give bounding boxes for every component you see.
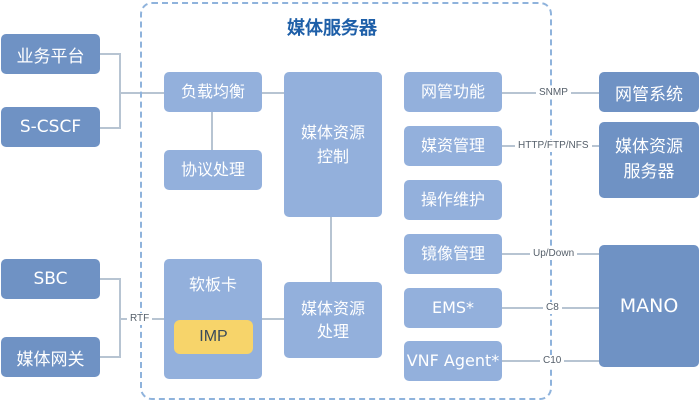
media-resource-server-box: 媒体资源 服务器 <box>599 122 699 198</box>
s-cscf-label: S-CSCF <box>19 117 82 137</box>
image-mgmt-label: 镜像管理 <box>420 244 485 264</box>
snmp-link-label: SNMP <box>536 87 571 99</box>
sbc-label: SBC <box>33 269 68 289</box>
connector-line <box>262 92 284 94</box>
mano-box: MANO <box>599 245 699 367</box>
network-mgmt-function-label: 网管功能 <box>420 82 485 102</box>
protocol-processing-label: 协议处理 <box>180 160 245 180</box>
connector-line <box>211 110 213 152</box>
c8-link-label: C8 <box>543 302 562 314</box>
connector-line <box>330 215 332 283</box>
media-server-boundary <box>140 2 552 400</box>
ems-label: EMS* <box>431 298 475 318</box>
media-gateway-box: 媒体网关 <box>1 337 100 377</box>
connector-line <box>100 127 120 129</box>
network-mgmt-function-box: 网管功能 <box>404 72 502 112</box>
media-resource-control-box: 媒体资源 控制 <box>284 72 382 217</box>
media-resource-server-line1: 媒体资源 <box>615 137 683 158</box>
business-platform-label: 业务平台 <box>16 46 85 67</box>
media-resource-processing-line2: 处理 <box>316 322 349 341</box>
operation-maintenance-label: 操作维护 <box>420 190 485 210</box>
media-resource-processing-box: 媒体资源 处理 <box>284 282 382 358</box>
vnf-agent-label: VNF Agent* <box>406 351 500 371</box>
vnf-agent-box: VNF Agent* <box>404 341 502 381</box>
media-resource-mgmt-box: 媒资管理 <box>404 126 502 166</box>
imp-badge: IMP <box>174 320 253 354</box>
mano-label: MANO <box>619 295 679 317</box>
protocol-processing-box: 协议处理 <box>164 150 262 190</box>
s-cscf-box: S-CSCF <box>1 107 100 147</box>
ems-box: EMS* <box>404 288 502 328</box>
network-mgmt-system-label: 网管系统 <box>615 84 683 105</box>
media-resource-mgmt-label: 媒资管理 <box>420 136 485 156</box>
media-gateway-label: 媒体网关 <box>16 349 85 370</box>
soft-board-label: 软板卡 <box>188 275 237 294</box>
connector-line <box>100 53 120 55</box>
media-resource-processing-line1: 媒体资源 <box>300 298 365 318</box>
load-balance-label: 负载均衡 <box>180 82 245 102</box>
sbc-box: SBC <box>1 259 100 299</box>
c10-link-label: C10 <box>540 355 565 367</box>
connector-line <box>119 53 121 129</box>
media-resource-server-line2: 服务器 <box>623 162 675 182</box>
connector-line <box>100 356 120 358</box>
imp-label: IMP <box>199 328 228 345</box>
network-mgmt-system-box: 网管系统 <box>599 72 699 112</box>
http-ftp-nfs-link-label: HTTP/FTP/NFS <box>515 140 592 152</box>
up-down-link-label: Up/Down <box>530 248 578 260</box>
load-balance-box: 负载均衡 <box>164 72 262 112</box>
media-resource-control-line1: 媒体资源 <box>300 123 365 143</box>
diagram-title: 媒体服务器 <box>287 18 377 39</box>
image-mgmt-box: 镜像管理 <box>404 234 502 274</box>
connector-line <box>262 318 284 320</box>
connector-line <box>100 278 120 280</box>
media-resource-control-line2: 控制 <box>316 146 349 166</box>
rtf-link-label: RTF <box>127 313 153 325</box>
business-platform-box: 业务平台 <box>1 34 100 74</box>
soft-board-box: 软板卡 <box>164 259 262 379</box>
operation-maintenance-box: 操作维护 <box>404 180 502 220</box>
